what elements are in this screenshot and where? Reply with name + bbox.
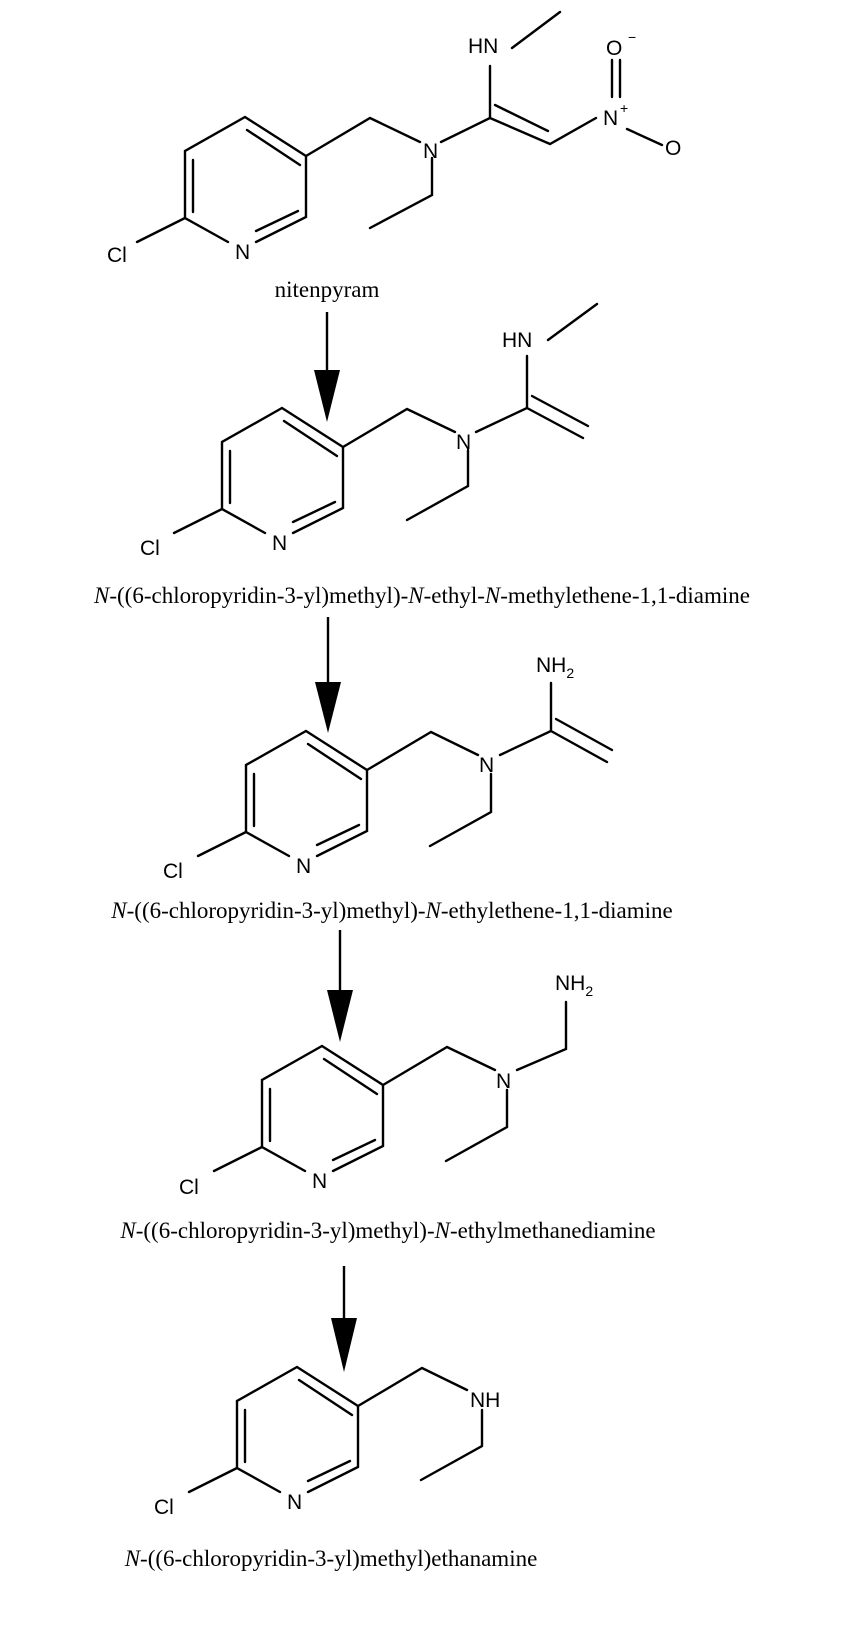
side-chain-double-bonds — [493, 58, 614, 133]
compound-name: N-((6-chloropyridin-3-yl)methyl)-N-ethyl… — [110, 898, 672, 923]
name-segment: -((6-chloropyridin-3-yl)methyl)- — [127, 898, 426, 923]
side-chain-bonds — [196, 681, 609, 858]
chlorine-label: Cl — [140, 537, 160, 560]
nitro-oxygen-top-label: O — [606, 37, 622, 60]
methylamino-label: HN — [468, 35, 498, 58]
amino-label: NH2 — [536, 654, 574, 681]
side-chain-bonds — [135, 10, 664, 244]
amine-nitrogen-label: N — [479, 754, 494, 777]
side-chain-bonds — [187, 1366, 484, 1494]
name-italic-locant: N — [110, 898, 128, 923]
name-segment: -((6-chloropyridin-3-yl)methyl)ethanamin… — [140, 1546, 537, 1571]
name-italic-locant: N — [93, 583, 111, 608]
pyridine-ring-double-bonds — [191, 128, 302, 233]
reaction-arrow — [331, 1266, 357, 1372]
name-segment: -ethyl- — [424, 583, 485, 608]
structure-ethylethene-diamine: Cl N N NH2 — [163, 654, 614, 883]
name-segment: -ethylmethanediamine — [450, 1218, 656, 1243]
name-segment: -methylethene-1,1-diamine — [500, 583, 750, 608]
name-segment: -((6-chloropyridin-3-yl)methyl)- — [136, 1218, 435, 1243]
side-chain-bonds — [172, 302, 599, 535]
name-italic-locant: N — [434, 1218, 452, 1243]
amine-nitrogen-label: N — [423, 140, 438, 163]
structure-ethanamine: Cl N NH — [154, 1365, 500, 1519]
pyridine-nitrogen-label: N — [235, 241, 250, 264]
chlorine-label: Cl — [163, 860, 183, 883]
reaction-arrow — [327, 930, 353, 1042]
methylamino-label: HN — [502, 329, 532, 352]
pyridine-ring-bonds — [183, 115, 308, 244]
pyridine-ring-bonds — [244, 729, 369, 858]
pyridine-ring-bonds — [220, 406, 345, 535]
pyridine-nitrogen-label: N — [287, 1491, 302, 1514]
amine-nitrogen-label: N — [456, 431, 471, 454]
structure-ethylmethanediamine: Cl N N NH2 — [179, 972, 593, 1199]
name-italic-locant: N — [484, 583, 502, 608]
pyridine-ring-bonds — [260, 1044, 385, 1173]
side-chain-double-bonds — [554, 717, 614, 752]
name-italic-locant: N — [407, 583, 425, 608]
compound-name: N-((6-chloropyridin-3-yl)methyl)ethanami… — [124, 1546, 538, 1571]
secondary-amine-label: NH — [470, 1389, 500, 1412]
side-chain-double-bonds — [530, 394, 590, 428]
compound-name: nitenpyram — [275, 277, 380, 302]
name-italic-locant: N — [124, 1546, 142, 1571]
structure-nitenpyram: Cl N N HN N + O − O — [107, 10, 681, 267]
chlorine-label: Cl — [107, 244, 127, 267]
pyridine-ring-bonds — [235, 1365, 360, 1494]
name-segment: nitenpyram — [275, 277, 380, 302]
name-italic-locant: N — [119, 1218, 137, 1243]
reaction-arrow — [314, 312, 340, 422]
pyridine-nitrogen-label: N — [272, 532, 287, 555]
nitro-negative-charge: − — [628, 29, 636, 45]
pyridine-ring-double-bonds — [228, 419, 339, 524]
side-chain-bonds — [212, 1000, 568, 1173]
compound-name: N-((6-chloropyridin-3-yl)methyl)-N-ethyl… — [93, 583, 750, 608]
name-italic-locant: N — [425, 898, 443, 923]
compound-name: N-((6-chloropyridin-3-yl)methyl)-N-ethyl… — [119, 1218, 655, 1243]
amino-label: NH2 — [555, 972, 593, 999]
reaction-arrow — [315, 617, 341, 733]
pyridine-ring-double-bonds — [252, 742, 363, 847]
nitro-oxygen-bottom-label: O — [665, 137, 681, 160]
chlorine-label: Cl — [154, 1496, 174, 1519]
chlorine-label: Cl — [179, 1176, 199, 1199]
pyridine-nitrogen-label: N — [296, 855, 311, 878]
amine-nitrogen-label: N — [496, 1070, 511, 1093]
name-segment: -((6-chloropyridin-3-yl)methyl)- — [109, 583, 408, 608]
pyridine-ring-double-bonds — [268, 1057, 379, 1162]
nitro-positive-charge: + — [620, 100, 628, 116]
pyridine-nitrogen-label: N — [312, 1170, 327, 1193]
nitro-nitrogen-label: N — [603, 107, 618, 130]
structure-methylethene-diamine: Cl N N HN — [140, 302, 599, 560]
name-segment: -ethylethene-1,1-diamine — [441, 898, 673, 923]
pyridine-ring-double-bonds — [243, 1378, 354, 1483]
